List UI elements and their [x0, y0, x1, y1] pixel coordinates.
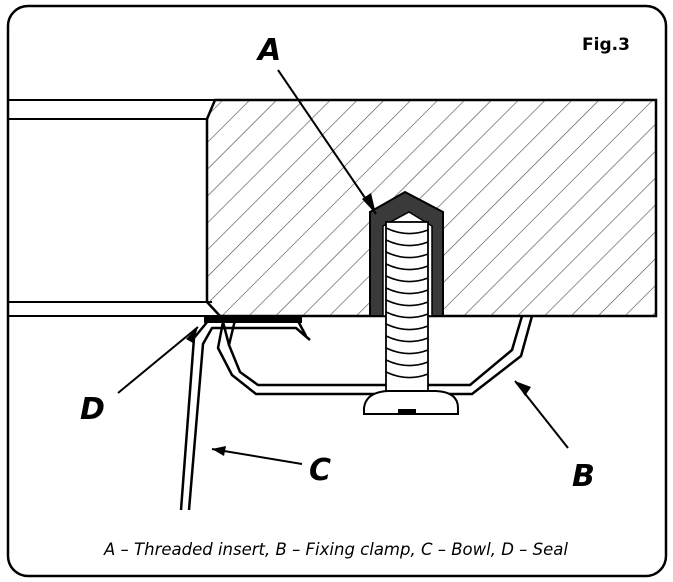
figure-label: Fig.3: [582, 35, 630, 55]
arrow-heads: [186, 193, 531, 456]
leader-c: [211, 448, 303, 465]
screw: [363, 221, 459, 415]
worktop-edge: [9, 99, 220, 317]
leader-d: [117, 326, 199, 394]
callout-a: A: [256, 33, 281, 68]
arrow-head-b: [515, 381, 531, 396]
figure-caption: A – Threaded insert, B – Fixing clamp, C…: [103, 540, 568, 559]
callout-b: B: [572, 459, 595, 494]
callout-c: C: [309, 453, 331, 488]
fixing-clamp: [216, 315, 534, 396]
callout-d: D: [80, 392, 105, 427]
screw-head: [363, 390, 459, 415]
seal: [204, 315, 302, 323]
arrow-head-a: [362, 193, 376, 214]
arrow-head-c: [212, 446, 226, 456]
leader-a: [277, 69, 377, 215]
arrow-head-d: [186, 327, 198, 343]
